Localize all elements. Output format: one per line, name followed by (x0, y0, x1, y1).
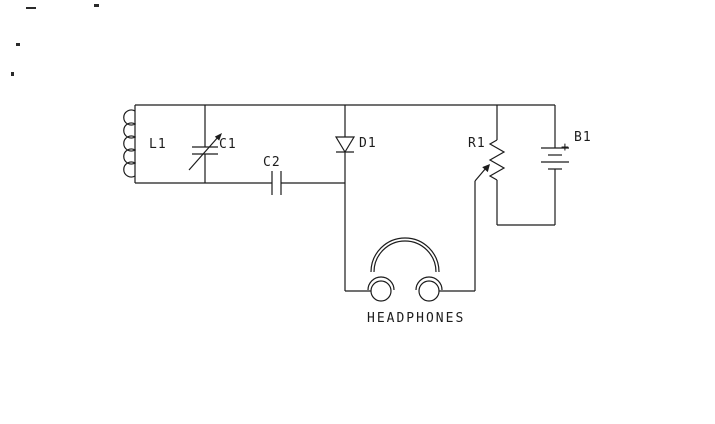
capacitor-c1-arrow-shaft (188, 135, 220, 171)
label-b1: B1 (574, 130, 592, 145)
labels-group: L1 C1 C2 D1 R1 B1 + HEADPHONES (149, 130, 592, 326)
diode-d1-triangle (334, 136, 356, 154)
label-c1: C1 (219, 137, 237, 152)
inductor-l1-coil (123, 109, 137, 178)
arrowheads-group (214, 133, 490, 173)
headphones-band-outer (370, 237, 440, 273)
headphones-right-earpiece (418, 280, 440, 302)
scan-artifact (26, 7, 36, 9)
headphones-left-cap (367, 276, 395, 291)
scan-artifact (11, 72, 14, 76)
label-l1: L1 (149, 137, 167, 152)
label-r1: R1 (468, 136, 486, 151)
wires-group (123, 104, 569, 302)
label-c2: C2 (263, 155, 281, 170)
headphones-left-earpiece (370, 280, 392, 302)
potentiometer-wiper-arrowhead-icon (482, 164, 490, 173)
potentiometer-r1-zigzag (488, 139, 506, 181)
label-battery-plus: + (561, 140, 570, 155)
label-headphones: HEADPHONES (367, 311, 465, 326)
label-d1: D1 (359, 136, 377, 151)
scan-artifacts-group (11, 4, 99, 76)
scan-artifact (16, 43, 20, 46)
capacitor-c1-arrowhead-icon (214, 133, 222, 141)
scan-artifact (94, 4, 99, 7)
headphones-right-cap (415, 276, 443, 291)
potentiometer-wiper-shaft (474, 167, 487, 182)
headphones-band-inner (373, 240, 437, 273)
